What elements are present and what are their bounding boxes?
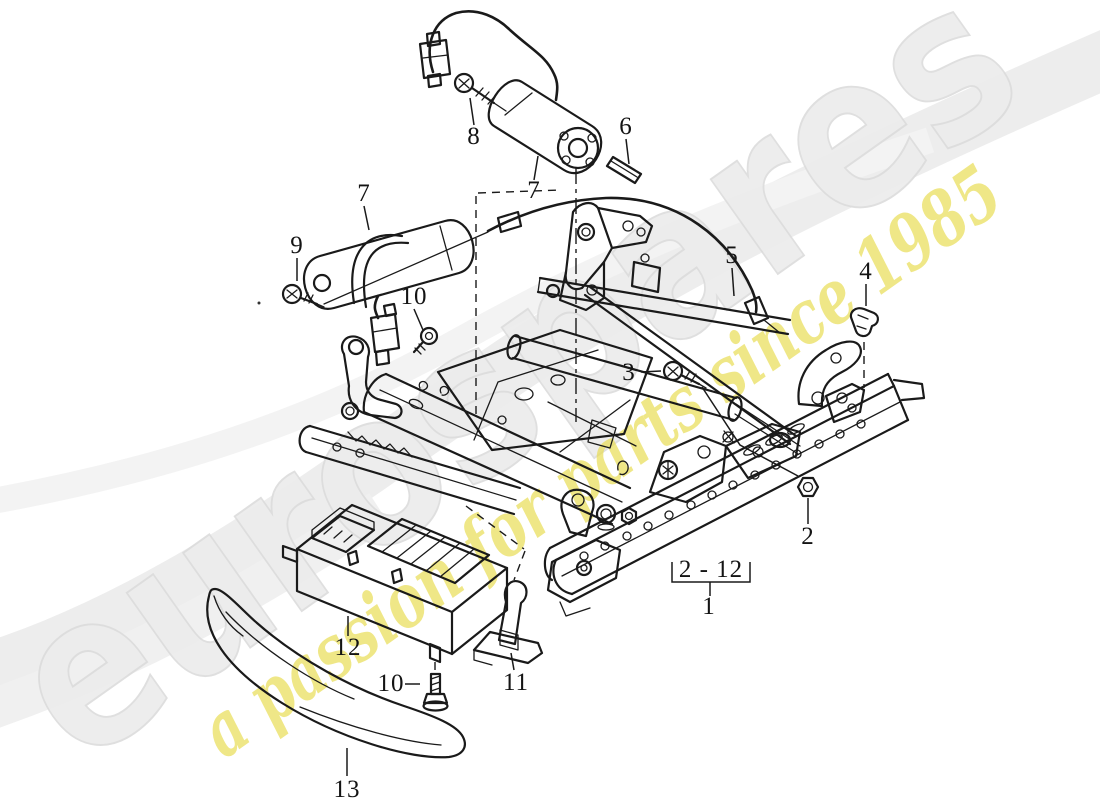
range-bracket	[671, 562, 751, 583]
actuator-body	[302, 219, 475, 310]
control-unit-12-part	[281, 503, 509, 664]
motor-body	[487, 79, 603, 174]
seat-rail-1	[543, 372, 926, 617]
nut-2-part	[796, 476, 820, 498]
screw-10-upper-part	[412, 326, 439, 355]
bracket-11-part	[472, 580, 544, 666]
screw-3-part	[662, 360, 707, 389]
vertical-adjust-motor	[418, 10, 643, 185]
horizontal-adjust-actuator	[257, 219, 475, 367]
screw-8-part	[453, 72, 507, 112]
cable-end-fitting	[743, 295, 770, 326]
cable-ferrule	[496, 210, 523, 234]
drive-cable-5	[486, 196, 781, 334]
pin-6-part	[605, 155, 643, 185]
clip-4-part	[849, 307, 879, 338]
screw-10-lower-part	[422, 672, 449, 712]
seat-frame	[298, 202, 801, 538]
motor-cable-connector	[418, 38, 452, 80]
trim-cover-13-part	[206, 587, 466, 759]
screw-9-part	[281, 283, 325, 308]
callout-leaders	[296, 97, 867, 776]
assembly-guide-lines	[323, 168, 865, 672]
